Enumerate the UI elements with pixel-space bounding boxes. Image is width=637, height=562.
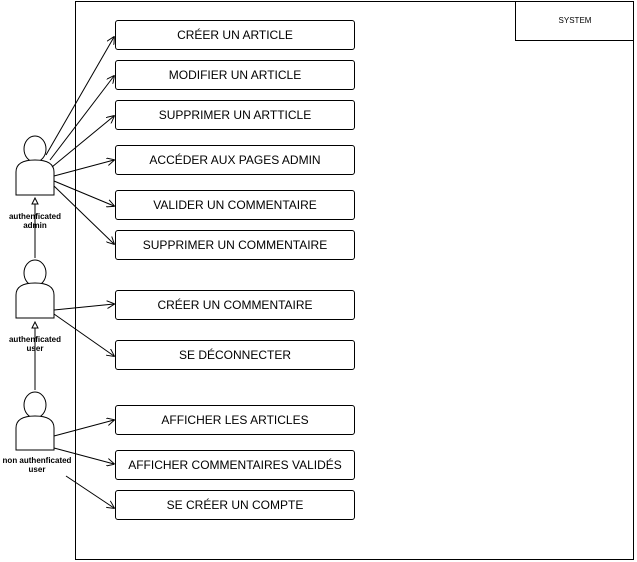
system-boundary [75,1,634,560]
actor-admin-label: authenficated admin [0,212,75,230]
use-case-valider-commentaire: VALIDER UN COMMENTAIRE [115,190,355,220]
actor-guest-icon [15,391,55,451]
guest-associations [53,420,114,508]
use-case-afficher-articles: AFFICHER LES ARTICLES [115,405,355,435]
use-case-acceder-admin: ACCÉDER AUX PAGES ADMIN [115,145,355,175]
actor-user-label-line1: authenficated [8,335,61,344]
actor-user-icon [15,259,55,319]
use-case-afficher-commentaires: AFFICHER COMMENTAIRES VALIDÉS [115,450,355,480]
use-case-supprimer-article: SUPPRIMER UN ARTTICLE [115,100,355,130]
use-case-creer-commentaire: CRÉER UN COMMENTAIRE [115,290,355,320]
actor-admin-label-line1: authenficated [8,212,61,221]
use-case-creer-compte: SE CRÉER UN COMPTE [115,490,355,520]
actor-guest-label-line1: non authenficated [2,456,72,465]
admin-associations [45,37,114,244]
actor-admin-icon [15,135,55,196]
use-case-supprimer-commentaire: SUPPRIMER UN COMMENTAIRE [115,230,355,260]
actor-guest-label-line2: user [28,465,46,474]
system-label: SYSTEM [515,1,634,41]
actor-user-label-line2: user [26,344,44,353]
generalization-user-to-admin [31,196,39,258]
actor-guest-label: non authenficated user [0,456,77,474]
user-associations [53,304,114,356]
use-case-creer-article: CRÉER UN ARTICLE [115,20,355,50]
generalization-guest-to-user [31,320,39,390]
actor-user-label: authenficated user [0,335,75,353]
actor-admin-label-line2: admin [23,221,47,230]
use-case-modifier-article: MODIFIER UN ARTICLE [115,60,355,90]
use-case-se-deconnecter: SE DÉCONNECTER [115,340,355,370]
